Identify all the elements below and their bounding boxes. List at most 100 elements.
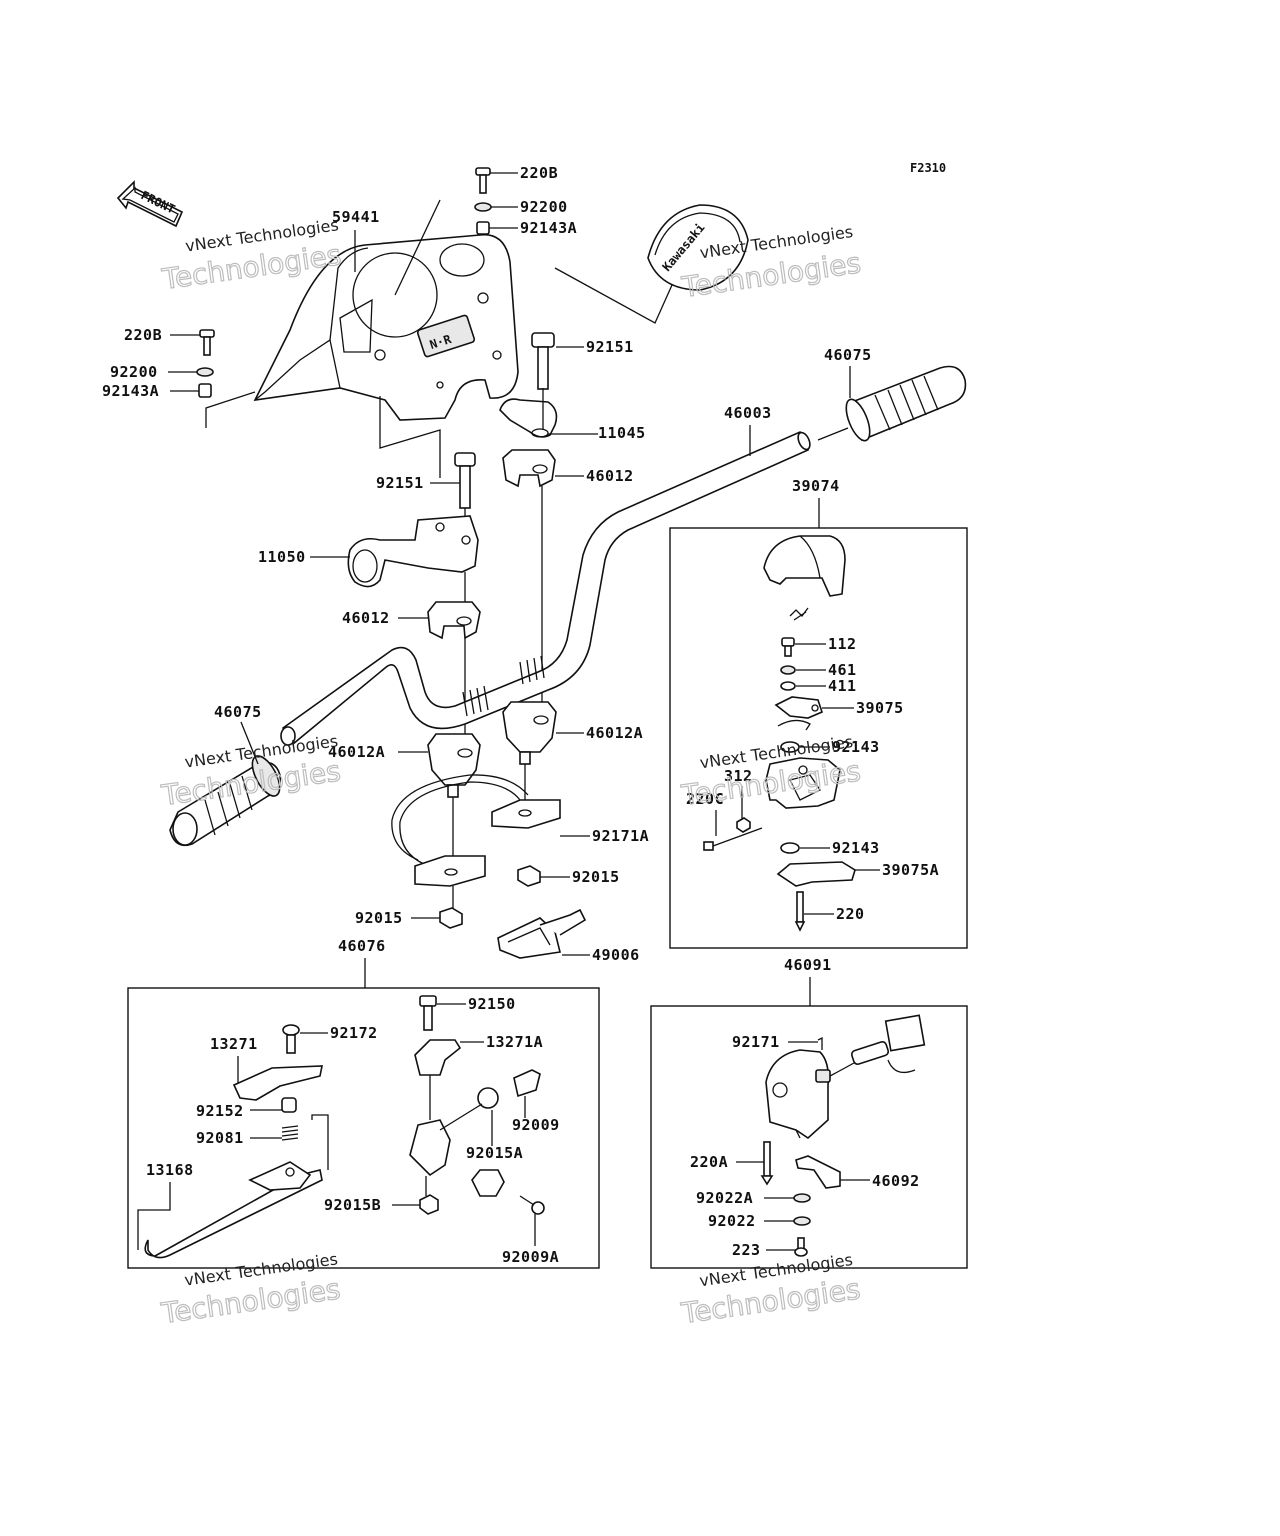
label-92143-a: 92143 (832, 738, 880, 756)
screw-220 (794, 891, 806, 932)
label-46075-right: 46075 (824, 346, 872, 364)
connector-plug (829, 1014, 926, 1077)
label-46012a-left: 46012A (328, 743, 385, 761)
label-92015-b: 92015 (355, 909, 403, 927)
label-92015b: 92015B (324, 1196, 381, 1214)
label-46012-right: 46012 (586, 467, 634, 485)
throttle-case (765, 757, 841, 809)
brace-92171a (391, 774, 561, 887)
washer-411 (780, 681, 796, 691)
label-39075: 39075 (856, 699, 904, 717)
nut-92015b (419, 1194, 439, 1215)
label-92151-left: 92151 (376, 474, 424, 492)
label-46091: 46091 (784, 956, 832, 974)
label-92200-top: 92200 (520, 198, 568, 216)
label-92172: 92172 (330, 1024, 378, 1042)
label-223: 223 (732, 1241, 761, 1259)
washer-92200-top (474, 202, 492, 212)
label-13271a: 13271A (486, 1033, 543, 1051)
label-46076: 46076 (338, 937, 386, 955)
bolt-92151-right (531, 332, 555, 390)
nut-92015-a (517, 865, 541, 887)
throttle-cover (763, 535, 846, 597)
nut-92015-b (439, 907, 463, 929)
nut-92015a (477, 1087, 499, 1109)
kawasaki-cover: Kawasaki (647, 204, 749, 291)
label-92015-a: 92015 (572, 868, 620, 886)
washer-92022a (793, 1193, 811, 1203)
label-46012a-right: 46012A (586, 724, 643, 742)
label-92022: 92022 (708, 1212, 756, 1230)
label-312: 312 (724, 767, 753, 785)
sensor-49006 (497, 908, 587, 959)
label-92200-left: 92200 (110, 363, 158, 381)
collar-92143a-top (476, 221, 490, 235)
label-11050: 11050 (258, 548, 306, 566)
screw-92009a (519, 1195, 545, 1215)
holder-46012a-left (427, 733, 481, 786)
switch-housing (765, 1049, 831, 1140)
label-49006: 49006 (592, 946, 640, 964)
bolt-220b-top (475, 167, 491, 194)
meter-badge: N·R (428, 332, 454, 352)
collar-92143-b (780, 842, 800, 854)
label-92022a: 92022A (696, 1189, 753, 1207)
bracket-11045 (499, 398, 558, 438)
adjuster-92009 (513, 1069, 541, 1098)
label-46012-left: 46012 (342, 609, 390, 627)
box-39074 (669, 527, 968, 949)
lever-39075 (774, 696, 823, 719)
label-92150: 92150 (468, 995, 516, 1013)
label-39074: 39074 (792, 477, 840, 495)
perch-body (409, 1119, 451, 1177)
label-220b-top: 220B (520, 164, 558, 182)
watermark-6: Technologies vNext Technologies (678, 1250, 863, 1331)
screw-220a (760, 1141, 774, 1186)
lever-46092 (795, 1155, 841, 1189)
label-92009: 92009 (512, 1116, 560, 1134)
front-arrow-icon: FRONT (116, 180, 184, 228)
label-220a: 220A (690, 1153, 728, 1171)
watermark-5: Technologies vNext Technologies (158, 1249, 343, 1330)
label-411: 411 (828, 677, 857, 695)
label-92152: 92152 (196, 1102, 244, 1120)
label-220: 220 (836, 905, 865, 923)
washer-92022 (793, 1216, 811, 1226)
pin-92152 (281, 1097, 297, 1113)
label-11045: 11045 (598, 424, 646, 442)
label-13271: 13271 (210, 1035, 258, 1053)
label-46075-left: 46075 (214, 703, 262, 721)
label-92171a: 92171A (592, 827, 649, 845)
label-92015a: 92015A (466, 1144, 523, 1162)
holder-46012a-right (502, 701, 557, 753)
label-59441: 59441 (332, 208, 380, 226)
label-92143a-top: 92143A (520, 219, 577, 237)
screw-112 (781, 637, 795, 657)
nut-312 (736, 817, 751, 833)
screw-223 (794, 1237, 808, 1257)
box-46091 (650, 1005, 968, 1269)
holder-46012-right (502, 449, 556, 488)
lever-11050 (347, 515, 479, 588)
label-46092: 46092 (872, 1172, 920, 1190)
bolt-92151-left (454, 452, 476, 509)
label-92081: 92081 (196, 1129, 244, 1147)
grip-46075-right (845, 365, 967, 442)
label-92151-right: 92151 (586, 338, 634, 356)
nut-461 (780, 665, 796, 675)
handlebar-46003 (280, 430, 811, 746)
label-461: 461 (828, 661, 857, 679)
screw-92172 (282, 1024, 300, 1054)
label-92143a-left: 92143A (102, 382, 159, 400)
meter-housing: N·R (253, 233, 519, 421)
holder-46012-left (427, 601, 481, 640)
label-92009a: 92009A (502, 1248, 559, 1266)
label-220b-left: 220B (124, 326, 162, 344)
lever-13168 (144, 1169, 323, 1259)
label-220c: 220C (686, 790, 724, 808)
bracket-13271a (414, 1039, 462, 1076)
label-112: 112 (828, 635, 857, 653)
lever-39075a (776, 861, 856, 887)
washer-92200-left (196, 367, 214, 377)
